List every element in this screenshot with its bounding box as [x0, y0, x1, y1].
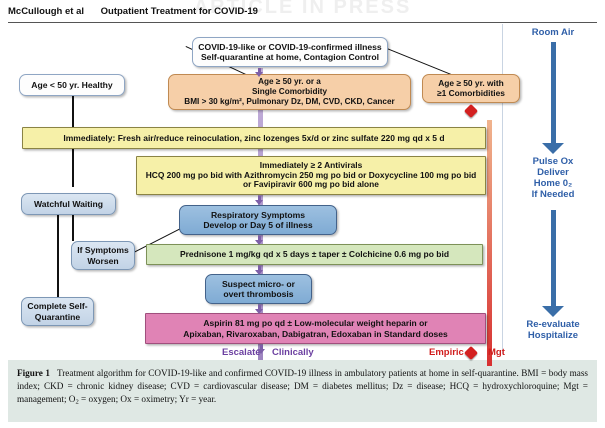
arrow-illness-to-agegroup [255, 68, 264, 77]
label-escalate: Escalate [222, 347, 261, 358]
node-age-over-50-single-comorbidity[interactable]: Age ≥ 50 yr. or a Single Comorbidity BMI… [168, 74, 411, 110]
running-head: McCullough et al Outpatient Treatment fo… [8, 6, 597, 17]
figure-caption-text-1: Treatment algorithm for COVID-19-like an… [17, 368, 588, 392]
label-mgt: Mgt [488, 347, 505, 358]
red-diamond-marker-bottom [463, 345, 479, 361]
node-antivirals[interactable]: Immediately ≥ 2 Antivirals HCQ 200 mg po… [136, 156, 486, 195]
node-covid-illness[interactable]: COVID-19-like or COVID-19-confirmed illn… [192, 37, 388, 67]
connector-illness-to-over50multi [381, 46, 455, 77]
oxygen-column-divider [502, 24, 503, 354]
figure-caption-o2-subscript: 2 [75, 398, 79, 406]
label-reevaluate-hospitalize: Re-evaluate Hospitalize [526, 319, 580, 341]
arrow-pulse-ox-to-reevaluate [542, 210, 564, 317]
node-respiratory-symptoms[interactable]: Respiratory Symptoms Develop or Day 5 of… [179, 205, 337, 235]
running-head-authors: McCullough et al [8, 6, 84, 17]
arrow-antivirals-to-respiratory [255, 196, 264, 205]
empiric-management-rail [487, 120, 492, 366]
connector-ifsymptoms-down [72, 215, 74, 241]
node-suspect-thrombosis[interactable]: Suspect micro- or overt thrombosis [205, 274, 312, 304]
node-watchful-waiting[interactable]: Watchful Waiting [21, 193, 116, 215]
figure-caption-text-2a: Dz = disease; HCQ = hydroxychloroquine; … [17, 381, 588, 405]
arrow-respiratory-to-prednisone [255, 236, 264, 245]
connector-watchful-to-quarantine [57, 215, 59, 297]
figure-caption-label: Figure 1 [17, 368, 50, 378]
figure-caption-text-2b: = oxygen; Ox = oximetry; Yr = year. [78, 394, 217, 405]
arrow-prednisone-to-thrombosis [255, 266, 264, 275]
node-prednisone[interactable]: Prednisone 1 mg/kg qd x 5 days ± taper ±… [146, 244, 483, 265]
label-clinically: Clinically [272, 347, 314, 358]
header-divider [8, 22, 597, 23]
arrow-room-air-to-pulse-ox [542, 42, 564, 154]
treatment-algorithm-flowchart: COVID-19-like or COVID-19-confirmed illn… [0, 24, 605, 366]
node-complete-self-quarantine[interactable]: Complete Self- Quarantine [21, 297, 94, 326]
label-pulse-ox-home-oxygen: Pulse Ox Deliver Home 0₂ If Needed [531, 156, 575, 200]
connector-under50-vert-2 [72, 164, 74, 187]
node-age-under-50-healthy[interactable]: Age < 50 yr. Healthy [19, 74, 125, 96]
arrow-escalate-clinically [257, 345, 270, 358]
node-aspirin-anticoagulation[interactable]: Aspirin 81 mg po qd ± Low-molecular weig… [145, 313, 486, 344]
label-empiric: Empiric [429, 347, 464, 358]
red-diamond-marker-top [463, 103, 479, 119]
label-room-air: Room Air [531, 27, 575, 38]
arrow-thrombosis-to-aspirin [255, 305, 264, 314]
node-if-symptoms-worsen[interactable]: If Symptoms Worsen [71, 241, 135, 270]
node-immediate-zinc-band[interactable]: Immediately: Fresh air/reduce reinoculat… [22, 127, 486, 149]
node-age-over-50-multi-comorbidities[interactable]: Age ≥ 50 yr. with ≥1 Comorbidities [422, 74, 520, 103]
running-head-title: Outpatient Treatment for COVID-19 [100, 6, 258, 17]
